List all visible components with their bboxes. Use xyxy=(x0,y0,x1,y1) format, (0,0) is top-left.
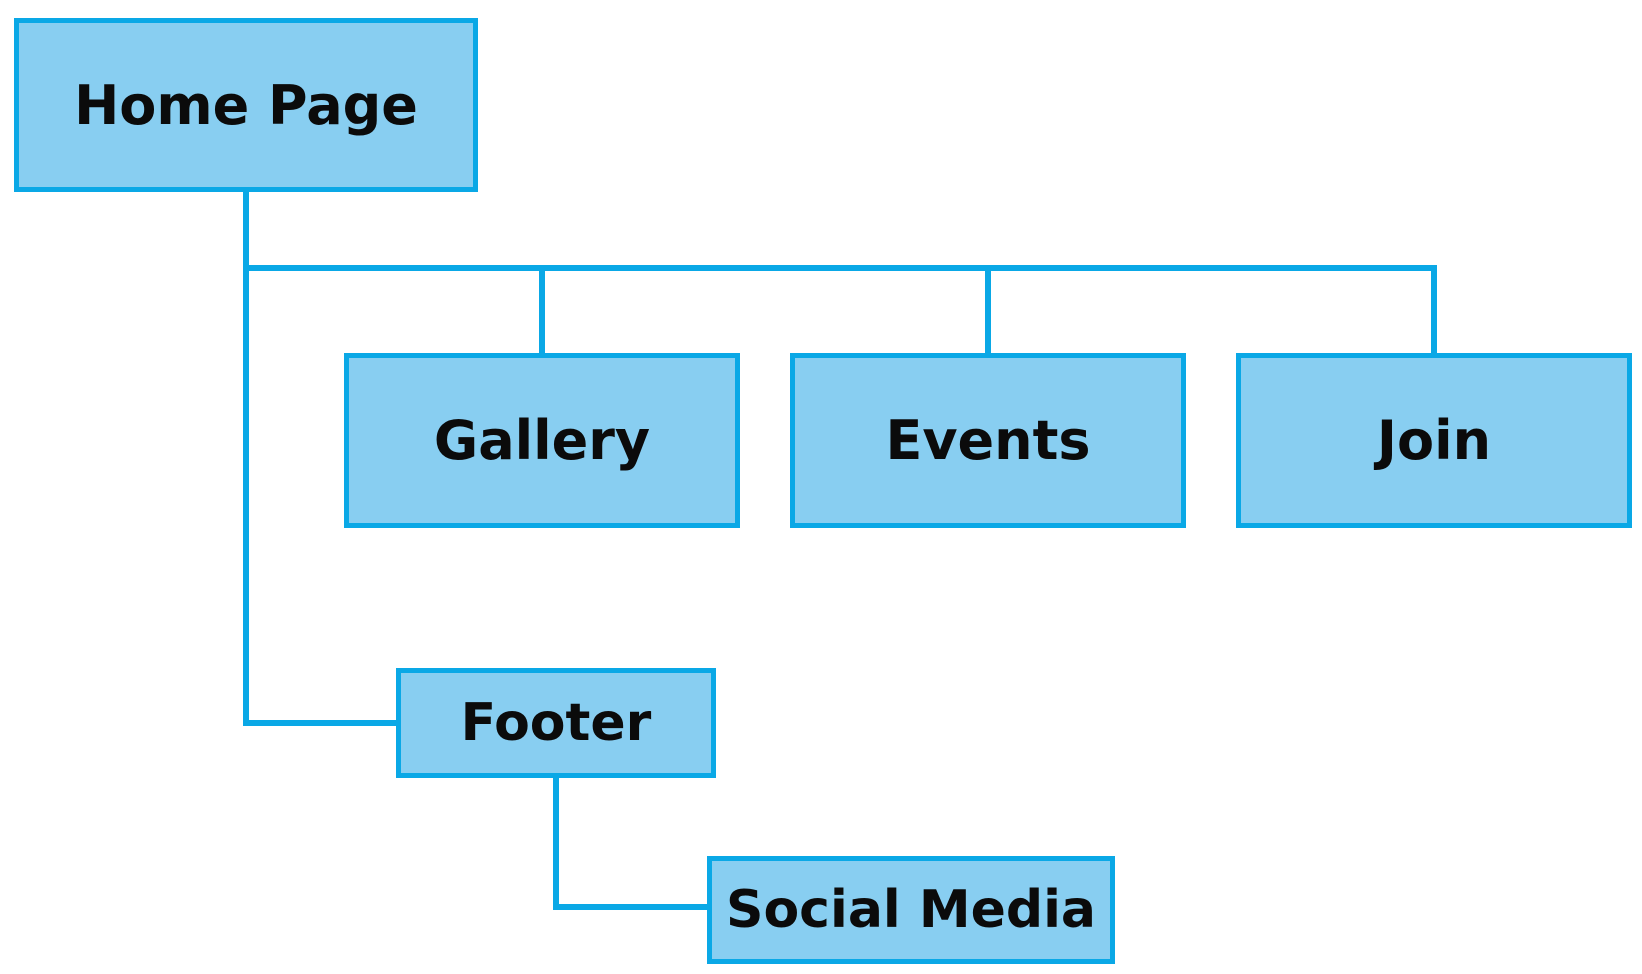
node-join-label: Join xyxy=(1376,409,1492,472)
node-footer-label: Footer xyxy=(460,693,652,753)
node-home-page-label: Home Page xyxy=(74,73,418,137)
node-social-media: Social Media xyxy=(707,856,1115,964)
node-social-media-label: Social Media xyxy=(726,880,1096,940)
connector-footer-social xyxy=(553,778,707,910)
node-gallery-label: Gallery xyxy=(433,409,651,472)
node-home-page: Home Page xyxy=(14,18,478,192)
node-events: Events xyxy=(790,353,1186,528)
node-footer: Footer xyxy=(396,668,716,778)
node-gallery: Gallery xyxy=(344,353,740,528)
node-events-label: Events xyxy=(885,409,1091,472)
connector-home-footer xyxy=(243,192,396,726)
node-join: Join xyxy=(1236,353,1632,528)
